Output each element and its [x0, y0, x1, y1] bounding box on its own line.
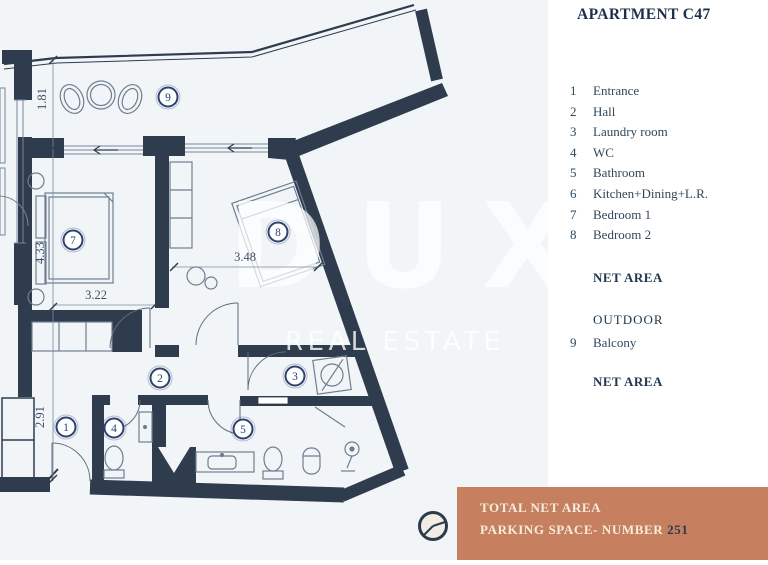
room-marker-bedroom2: 8: [265, 219, 291, 245]
room-label: WC: [593, 144, 614, 160]
room-marker-bedroom1: 7: [60, 227, 86, 253]
list-item: 9 Balcony: [548, 333, 768, 354]
room-label: Laundry room: [593, 124, 668, 140]
window-slide-arrow-icon: [92, 143, 252, 155]
list-item: 8 Bedroom 2: [548, 225, 768, 246]
net-area-heading: NET AREA: [593, 270, 663, 285]
furniture: [1, 80, 360, 480]
list-item: 6 Kitchen+Dining+L.R.: [548, 184, 768, 205]
svg-text:4: 4: [111, 423, 117, 435]
dim-bedroom1-h: 4.33: [33, 242, 47, 264]
list-item: 5 Bathroom: [548, 163, 768, 184]
svg-text:2: 2: [157, 373, 163, 385]
dim-entrance: 2.91: [33, 406, 47, 428]
svg-text:9: 9: [165, 92, 171, 104]
bathroom-window: [257, 396, 289, 405]
washing-machine: [312, 355, 352, 395]
balcony-railing: [3, 3, 417, 70]
parking-prefix: PARKING SPACE- NUMBER: [480, 522, 664, 537]
list-item: 4 WC: [548, 143, 768, 164]
room-label: Bedroom 1: [593, 206, 652, 222]
room-list: 1 Entrance 2 Hall 3 Laundry room 4 WC 5 Bathr…: [548, 81, 768, 246]
room-number: 8: [570, 227, 577, 243]
shaft-notch: [158, 447, 190, 473]
page-title: APARTMENT C47: [577, 6, 711, 23]
watermark-tagline: REAL ESTATE: [285, 327, 504, 357]
list-item: 1 Entrance: [548, 81, 768, 102]
parking-space-label: PARKING SPACE- NUMBER 251: [480, 522, 768, 538]
room-label: Entrance: [593, 83, 640, 98]
svg-text:3: 3: [292, 371, 298, 383]
wardrobe-bedroom2: [169, 161, 193, 249]
room-number: 7: [570, 206, 577, 222]
room-number: 5: [570, 165, 577, 181]
svg-text:8: 8: [275, 227, 281, 239]
walls-diagonal: [89, 8, 443, 503]
room-label: Balcony: [593, 335, 637, 350]
room-label: Kitchen+Dining+L.R.: [593, 185, 709, 201]
total-area-banner: TOTAL NET AREA PARKING SPACE- NUMBER 251: [457, 487, 768, 560]
list-item: 7 Bedroom 1: [548, 205, 768, 226]
svg-text:7: 7: [70, 235, 76, 247]
room-number: 6: [570, 185, 577, 201]
svg-text:5: 5: [240, 424, 246, 436]
svg-text:1: 1: [63, 422, 69, 434]
bathroom-toilet: [262, 446, 284, 480]
door-entrance: [44, 442, 91, 484]
room-number: 4: [570, 144, 577, 160]
shower-head: [341, 441, 360, 472]
legend-panel: APARTMENT C47 1 Entrance 2 Hall 3 Laundry r…: [548, 0, 768, 560]
watermark: DUX REAL ESTATE: [228, 177, 573, 357]
bathroom-vanity: [195, 451, 255, 473]
balcony-chairs: [59, 83, 143, 115]
dim-bedroom2-w: 3.48: [234, 250, 256, 264]
room-marker-entrance: 1: [53, 414, 79, 440]
window-band: [64, 143, 268, 155]
clock-icon: [418, 511, 448, 541]
outdoor-heading: OUTDOOR: [593, 312, 664, 327]
door-laundry: [247, 351, 287, 391]
outdoor-list: 9 Balcony: [548, 333, 768, 354]
watermark-brand: DUX: [228, 177, 548, 315]
room-number: 2: [570, 103, 577, 119]
shower-glass: [314, 406, 346, 428]
net-area-heading-2: NET AREA: [593, 374, 663, 389]
bathroom-bidet: [302, 447, 321, 475]
plan-background: [0, 0, 548, 560]
room-label: Hall: [593, 103, 616, 119]
walls: [0, 50, 448, 492]
room-marker-wc: 4: [101, 415, 127, 441]
parking-number: 251: [667, 522, 689, 537]
room-number: 1: [570, 83, 577, 98]
room-marker-balcony: 9: [155, 84, 181, 110]
room-label: Bedroom 2: [593, 227, 652, 243]
room-marker-laundry: 3: [282, 363, 308, 389]
room-marker-hall: 2: [147, 365, 173, 391]
room-marker-bathroom: 5: [230, 416, 256, 442]
floor-plan: DUX REAL ESTATE 1.81 4.33 2.91 3.22 3.48: [0, 0, 548, 560]
list-item: 2 Hall: [548, 102, 768, 123]
wc-toilet: [103, 445, 125, 479]
room-number: 9: [570, 335, 577, 350]
dimensions: 1.81 4.33 2.91 3.22 3.48: [33, 55, 323, 484]
total-net-area-label: TOTAL NET AREA: [480, 500, 602, 515]
exterior-windows: [0, 87, 29, 244]
room-markers: 1 2 3 4 5 7 8: [53, 84, 308, 442]
list-item: 3 Laundry room: [548, 122, 768, 143]
balcony-table: [86, 80, 116, 110]
bed-2: [231, 180, 326, 288]
dim-bedroom1-w: 3.22: [85, 288, 107, 302]
door-bedroom1: [109, 307, 151, 349]
room-number: 3: [570, 124, 577, 140]
entrance-closet: [1, 397, 35, 479]
bed-1: [27, 172, 114, 306]
dim-balcony: 1.81: [35, 88, 49, 110]
door-bedroom2: [195, 302, 239, 346]
wc-sink: [138, 411, 153, 443]
side-table-bedroom2: [204, 276, 218, 290]
room-label: Bathroom: [593, 165, 645, 181]
